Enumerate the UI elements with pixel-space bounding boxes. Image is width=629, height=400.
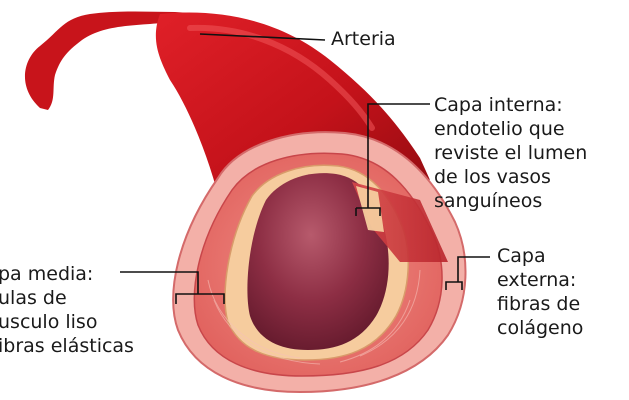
label-capa-externa-line-2: externa: <box>497 268 583 292</box>
label-capa-interna-line-2: endotelio que <box>434 117 587 141</box>
label-capa-interna: Capa interna: endotelio que reviste el l… <box>434 93 587 213</box>
label-capa-media-line-1: pa media: <box>0 262 134 286</box>
label-capa-media-line-2: ulas de <box>0 286 134 310</box>
label-capa-interna-line-3: reviste el lumen <box>434 141 587 165</box>
label-capa-media-line-3: usculo liso <box>0 310 134 334</box>
label-capa-media-line-4: ibras elásticas <box>0 334 134 358</box>
label-arteria: Arteria <box>331 27 396 51</box>
label-capa-media: pa media: ulas de usculo liso ibras elás… <box>0 262 134 358</box>
label-capa-interna-line-1: Capa interna: <box>434 93 587 117</box>
label-capa-interna-line-5: sanguíneos <box>434 189 587 213</box>
label-arteria-text: Arteria <box>331 27 396 51</box>
label-capa-interna-line-4: de los vasos <box>434 165 587 189</box>
label-capa-externa-line-4: colágeno <box>497 316 583 340</box>
label-capa-externa-line-3: fibras de <box>497 292 583 316</box>
label-capa-externa: Capa externa: fibras de colágeno <box>497 244 583 340</box>
label-capa-externa-line-1: Capa <box>497 244 583 268</box>
